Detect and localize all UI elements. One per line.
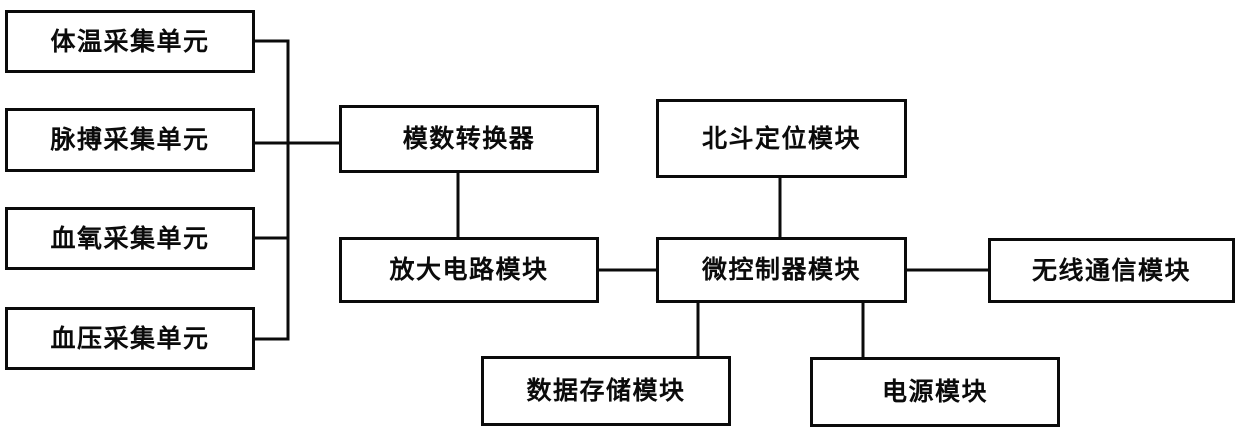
- node-amplifier-circuit-module[interactable]: 放大电路模块: [339, 237, 599, 303]
- node-label: 北斗定位模块: [701, 123, 861, 153]
- node-analog-to-digital-converter[interactable]: 模数转换器: [339, 105, 599, 173]
- node-blood-oxygen-acquisition-unit[interactable]: 血氧采集单元: [5, 207, 255, 270]
- node-microcontroller-module[interactable]: 微控制器模块: [656, 237, 907, 303]
- node-beidou-positioning-module[interactable]: 北斗定位模块: [656, 99, 907, 178]
- node-pulse-acquisition-unit[interactable]: 脉搏采集单元: [5, 108, 255, 172]
- node-label: 脉搏采集单元: [50, 125, 210, 155]
- node-label: 模数转换器: [402, 124, 536, 154]
- node-label: 血氧采集单元: [50, 223, 210, 253]
- node-power-supply-module[interactable]: 电源模块: [810, 357, 1060, 427]
- node-label: 体温采集单元: [50, 26, 210, 56]
- node-wireless-communication-module[interactable]: 无线通信模块: [988, 238, 1235, 303]
- node-label: 血压采集单元: [50, 323, 210, 353]
- node-label: 数据存储模块: [526, 376, 686, 406]
- node-label: 电源模块: [881, 377, 988, 407]
- node-blood-pressure-acquisition-unit[interactable]: 血压采集单元: [5, 307, 255, 370]
- node-data-storage-module[interactable]: 数据存储模块: [481, 356, 731, 426]
- node-body-temperature-acquisition-unit[interactable]: 体温采集单元: [5, 10, 255, 73]
- node-label: 微控制器模块: [701, 255, 861, 285]
- node-label: 放大电路模块: [389, 255, 549, 285]
- node-label: 无线通信模块: [1031, 255, 1191, 285]
